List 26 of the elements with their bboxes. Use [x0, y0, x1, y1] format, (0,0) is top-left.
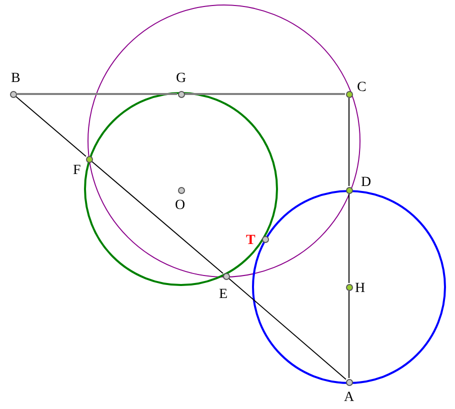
point-label: B — [11, 72, 20, 86]
line-segment — [348, 194, 350, 284]
line-segment — [185, 93, 345, 95]
point-marker — [346, 90, 352, 98]
point-label: E — [219, 288, 228, 302]
point-marker — [346, 378, 352, 386]
point-label: D — [361, 176, 372, 190]
line-segment — [17, 93, 177, 95]
line-segment — [228, 278, 346, 380]
line-segment — [16, 96, 86, 157]
point-marker — [178, 186, 184, 194]
point-marker — [178, 90, 184, 98]
point-label: G — [176, 72, 186, 86]
point-label: C — [357, 81, 366, 95]
point-marker — [10, 90, 16, 98]
line-segment — [92, 161, 224, 274]
point-label: F — [73, 164, 81, 178]
point-marker — [346, 186, 352, 194]
point-label: H — [355, 282, 366, 296]
point-marker — [346, 284, 352, 290]
line-segment — [348, 290, 350, 378]
point-label: O — [175, 199, 186, 213]
point-label: A — [344, 391, 354, 405]
point-label: T — [246, 234, 256, 248]
line-segment — [348, 98, 350, 186]
point-marker — [86, 156, 92, 162]
